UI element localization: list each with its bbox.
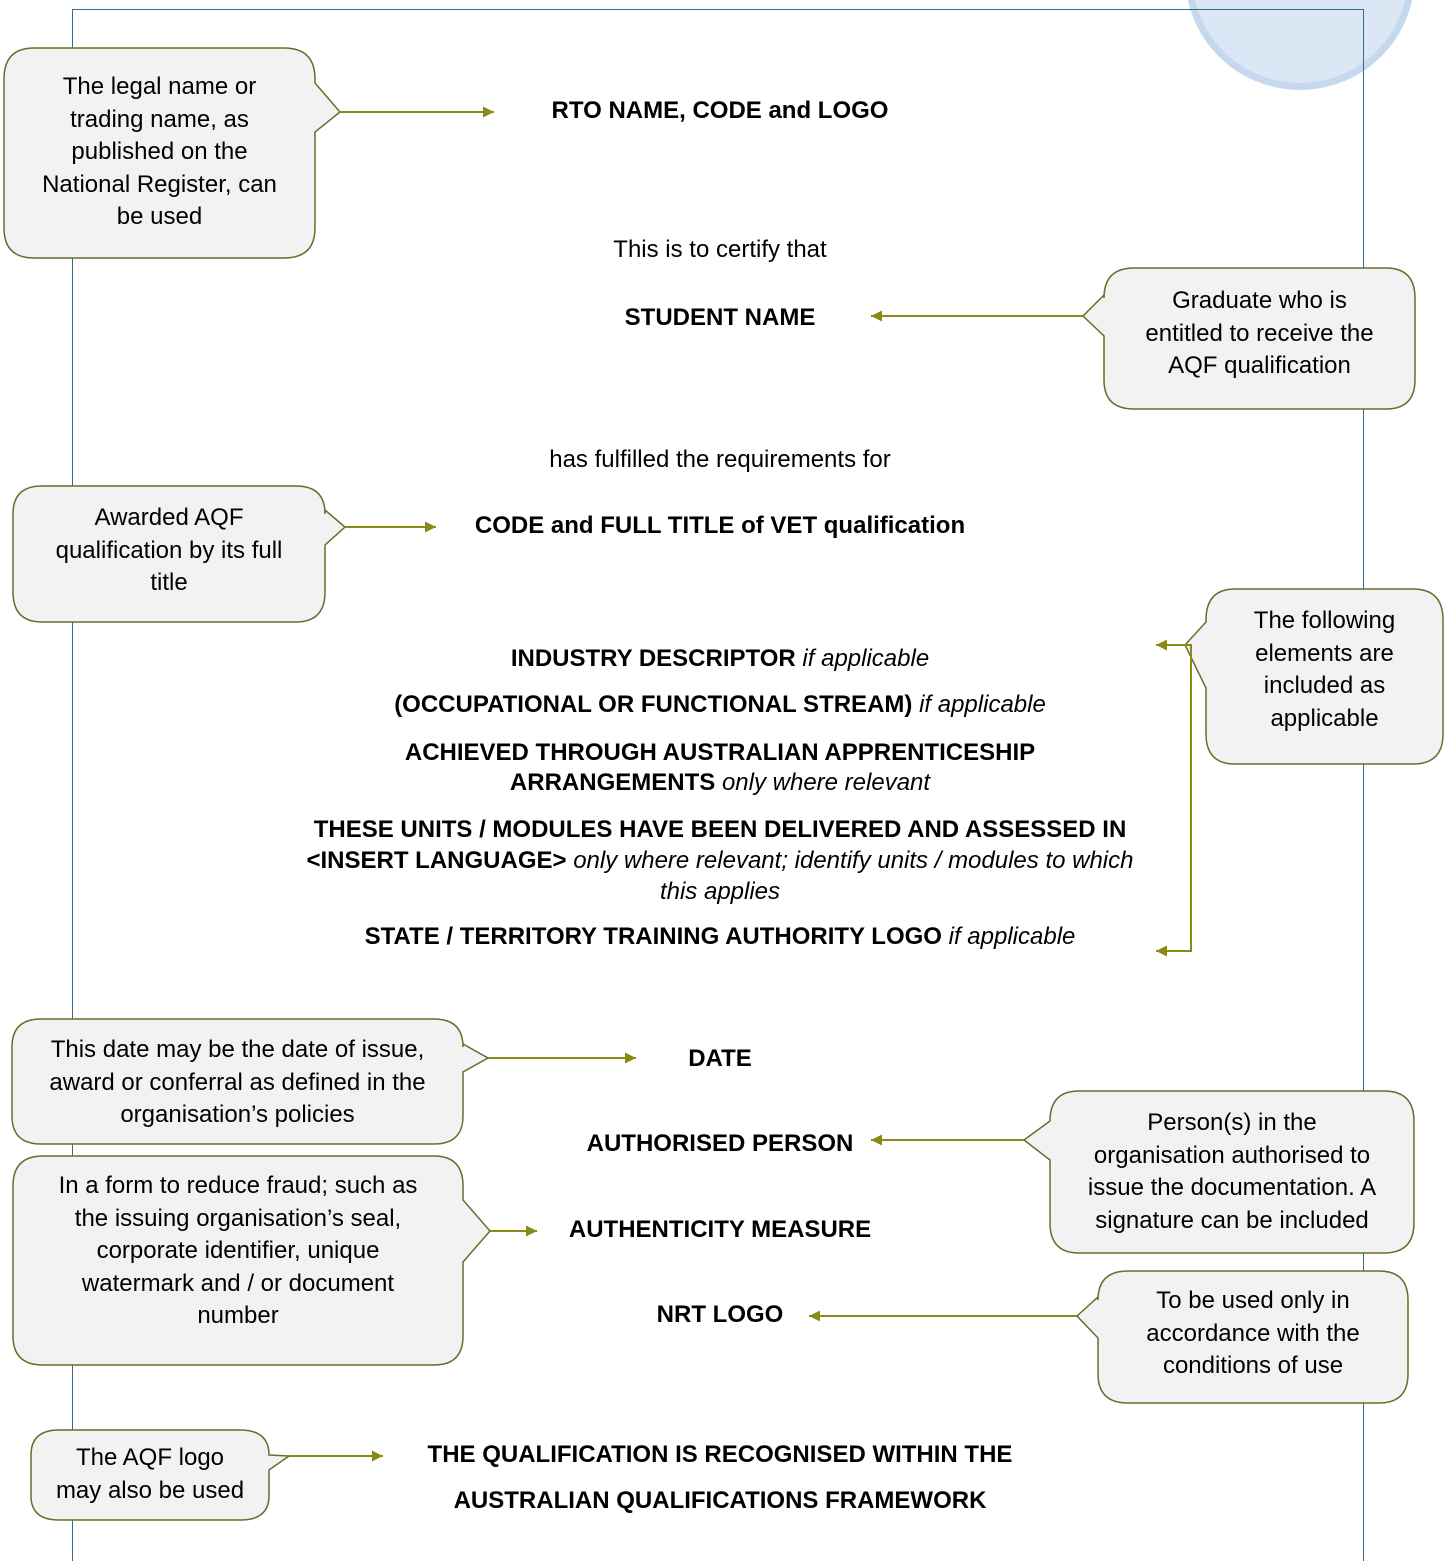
callout-fraud-shape (12, 1155, 491, 1366)
callout-rto-name-shape (3, 47, 342, 259)
page-frame-top (72, 9, 1364, 10)
aqf-recognition-line-2: AUSTRALIAN QUALIFICATIONS FRAMEWORK (453, 1487, 987, 1514)
date-field: DATE (688, 1045, 752, 1072)
callout-person: Person(s) in the organisation authorised… (1087, 1109, 1377, 1234)
callout-following-shape (1184, 588, 1444, 765)
industry-descriptor-label: INDUSTRY DESCRIPTOR (510, 645, 796, 672)
callout-date: This date may be the date of issue, awar… (49, 1036, 426, 1128)
callout-awarded: Awarded AQF qualification by its full ti… (55, 504, 283, 596)
industry-descriptor-note: if applicable (802, 645, 930, 672)
callout-nrt-shape (1075, 1270, 1409, 1404)
callout-graduate: Graduate who is entitled to receive the … (1145, 287, 1374, 379)
callout-date-shape (11, 1018, 490, 1145)
authenticity-measure: AUTHENTICITY MEASURE (568, 1216, 872, 1243)
nrt-logo: NRT LOGO (656, 1301, 784, 1328)
apprenticeship-line-2: ARRANGEMENTS only where relevant (260, 768, 1180, 798)
language-note-line-2: this applies (659, 878, 781, 905)
callout-aqf-logo: The AQF logo may also be used (55, 1444, 245, 1504)
state-logo-note: if applicable (948, 923, 1076, 950)
occupational-stream-label: (OCCUPATIONAL OR FUNCTIONAL STREAM) (394, 691, 913, 718)
language-line-1: THESE UNITS / MODULES HAVE BEEN DELIVERE… (313, 816, 1127, 843)
state-territory-logo: STATE / TERRITORY TRAINING AUTHORITY LOG… (240, 922, 1200, 952)
state-logo-label: STATE / TERRITORY TRAINING AUTHORITY LOG… (364, 923, 942, 950)
occupational-stream-note: if applicable (919, 691, 1046, 718)
callout-nrt: To be used only in accordance with the c… (1146, 1287, 1360, 1379)
callout-awarded-shape (12, 485, 347, 623)
callout-graduate-shape (1081, 267, 1416, 410)
language-label: <INSERT LANGUAGE> (306, 847, 567, 874)
apprenticeship-line-1: ACHIEVED THROUGH AUSTRALIAN APPRENTICESH… (404, 739, 1036, 766)
occupational-stream: (OCCUPATIONAL OR FUNCTIONAL STREAM) if a… (260, 690, 1180, 720)
language-note: only where relevant; identify units / mo… (573, 847, 1134, 874)
callout-aqf-logo-shape (30, 1429, 292, 1521)
callout-fraud: In a form to reduce fraud; such as the i… (58, 1172, 418, 1329)
apprenticeship-label: ARRANGEMENTS (509, 769, 716, 796)
industry-descriptor: INDUSTRY DESCRIPTOR if applicable (260, 644, 1180, 674)
callout-rto-name: The legal name or trading name, as publi… (42, 73, 277, 230)
certify-text: This is to certify that (613, 236, 827, 263)
rto-name-heading: RTO NAME, CODE and LOGO (551, 97, 889, 124)
callout-following: The following elements are included as a… (1253, 607, 1396, 732)
fulfilled-text: has fulfilled the requirements for (549, 446, 891, 473)
authorised-person: AUTHORISED PERSON (586, 1130, 854, 1157)
callout-person-shape (1022, 1090, 1415, 1254)
student-name: STUDENT NAME (624, 304, 816, 331)
bracket-applicable (1185, 644, 1192, 952)
aqf-recognition-line-1: THE QUALIFICATION IS RECOGNISED WITHIN T… (427, 1441, 1013, 1468)
language-line-2: <INSERT LANGUAGE> only where relevant; i… (240, 846, 1200, 876)
qualification-title: CODE and FULL TITLE of VET qualification (474, 512, 966, 539)
page-frame-right (1363, 9, 1364, 1561)
page-frame-left (72, 9, 73, 1561)
apprenticeship-note: only where relevant (721, 769, 931, 796)
